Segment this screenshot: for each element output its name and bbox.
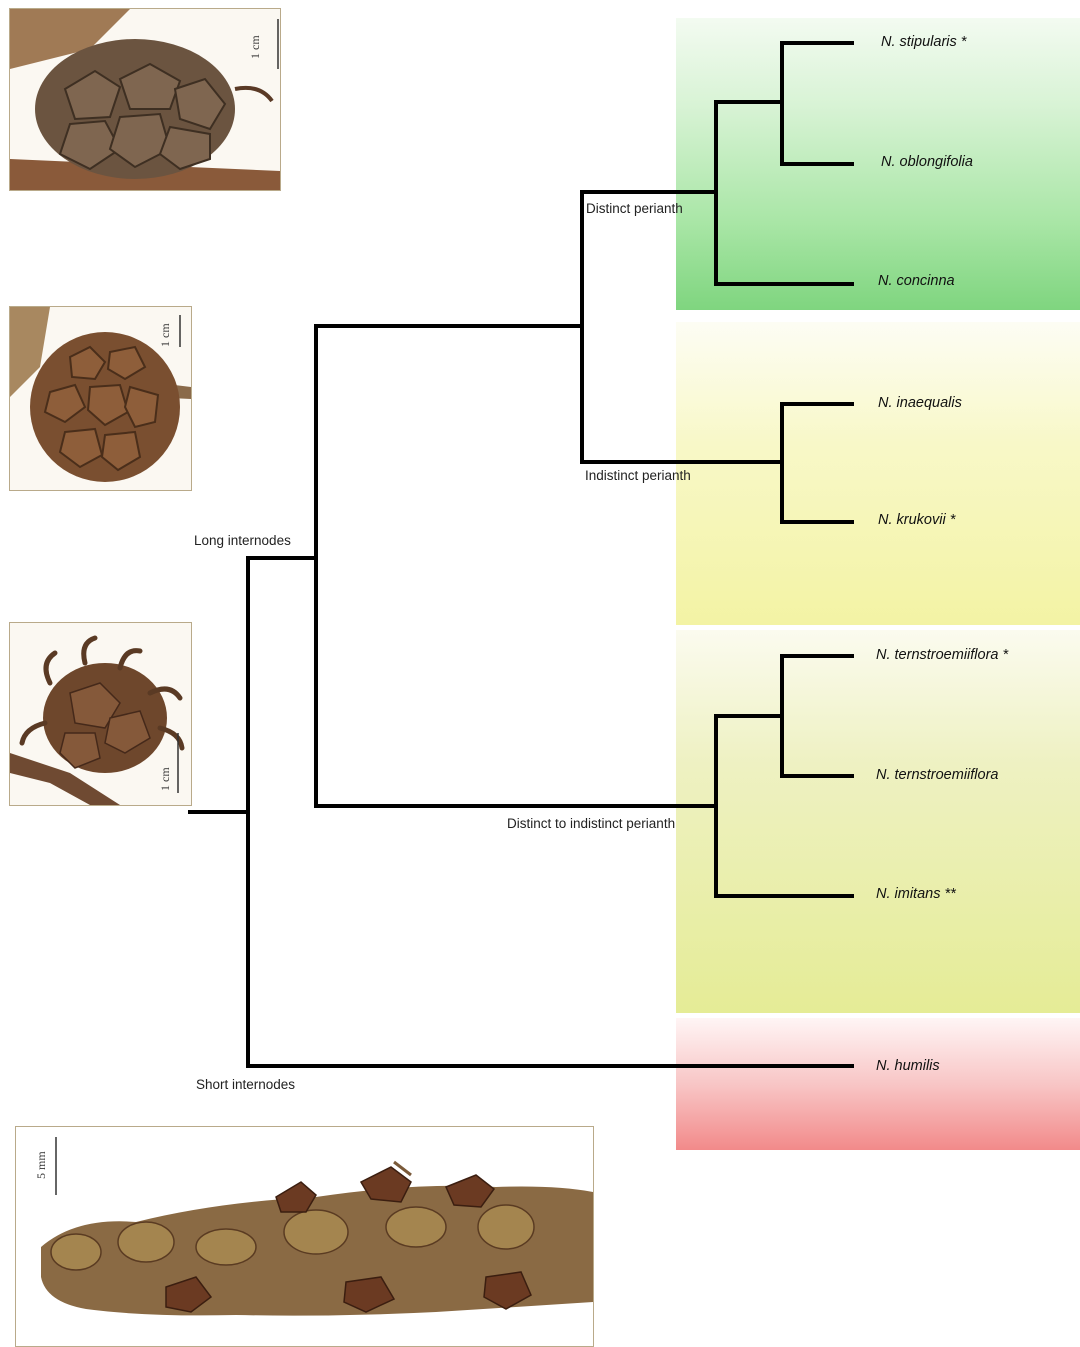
taxon-label-concinna: N. concinna (878, 273, 955, 289)
taxon-label-ternstroemiiflora-star: N. ternstroemiiflora * (876, 647, 1008, 663)
taxon-label-krukovii: N. krukovii * (878, 512, 955, 528)
clade-label-distinct-to-indistinct: Distinct to indistinct perianth (507, 816, 675, 831)
taxon-label-oblongifolia: N. oblongifolia (881, 154, 973, 170)
taxon-label-imitans: N. imitans ** (876, 886, 956, 902)
clade-label-distinct-perianth: Distinct perianth (586, 201, 683, 216)
taxon-label-ternstroemiiflora: N. ternstroemiiflora (876, 767, 998, 783)
tree-branches (190, 43, 852, 1066)
taxon-label-humilis: N. humilis (876, 1058, 940, 1074)
taxon-label-inaequalis: N. inaequalis (878, 395, 962, 411)
clade-label-indistinct-perianth: Indistinct perianth (585, 468, 691, 483)
clade-label-long-internodes: Long internodes (194, 533, 291, 548)
clade-label-short-internodes: Short internodes (196, 1077, 295, 1092)
taxon-label-stipularis: N. stipularis * (881, 34, 966, 50)
